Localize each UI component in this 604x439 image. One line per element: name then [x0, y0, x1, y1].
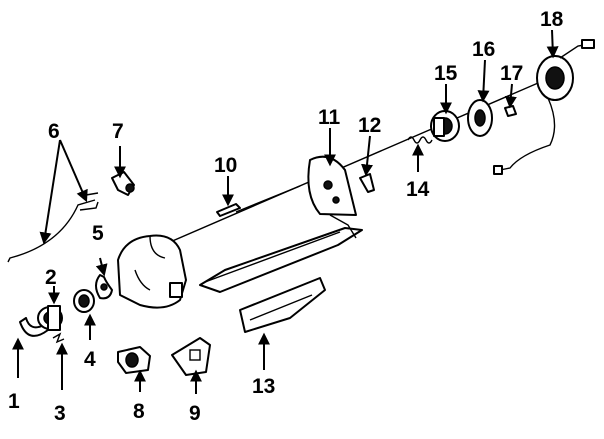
part-5-retainer — [95, 274, 113, 300]
part-14-spring — [407, 136, 433, 144]
part-16-gear — [467, 99, 493, 137]
part-18-switch-assembly — [493, 39, 595, 175]
part-17-clip — [504, 105, 517, 117]
callout-14: 14 — [406, 178, 430, 201]
callout-12: 12 — [358, 114, 381, 137]
callout-9: 9 — [189, 402, 201, 425]
callout-16: 16 — [472, 38, 495, 61]
part-6-wire-harness — [7, 192, 99, 263]
callout-8: 8 — [133, 400, 145, 423]
callout-arrows — [12, 29, 559, 394]
callout-6: 6 — [48, 120, 60, 143]
part-12-clip — [359, 173, 375, 193]
part-4-ring — [73, 289, 95, 313]
part-7-switch — [111, 171, 135, 196]
callout-1: 1 — [8, 390, 20, 413]
callout-4: 4 — [84, 348, 96, 371]
part-3-spring — [52, 332, 65, 344]
callout-2: 2 — [45, 266, 57, 289]
callout-5: 5 — [92, 222, 104, 245]
callout-11: 11 — [318, 106, 341, 129]
part-15-bearing — [430, 110, 460, 142]
callout-3: 3 — [54, 402, 66, 425]
part-13-shield — [239, 277, 326, 333]
callout-15: 15 — [434, 62, 458, 85]
callout-17: 17 — [500, 62, 523, 85]
part-8-lock-cylinder — [117, 346, 151, 374]
part-2-bearing — [37, 305, 63, 331]
part-9-bracket — [171, 337, 211, 376]
column-housing — [117, 234, 187, 309]
callout-10: 10 — [214, 154, 237, 177]
callout-labels: 1 2 3 4 5 6 7 8 9 10 11 12 13 14 15 16 1… — [8, 8, 564, 425]
part-10-pin — [216, 203, 241, 217]
callout-7: 7 — [112, 120, 124, 143]
part-11-column-jacket — [199, 155, 363, 293]
callout-18: 18 — [540, 8, 564, 31]
callout-13: 13 — [252, 375, 275, 398]
